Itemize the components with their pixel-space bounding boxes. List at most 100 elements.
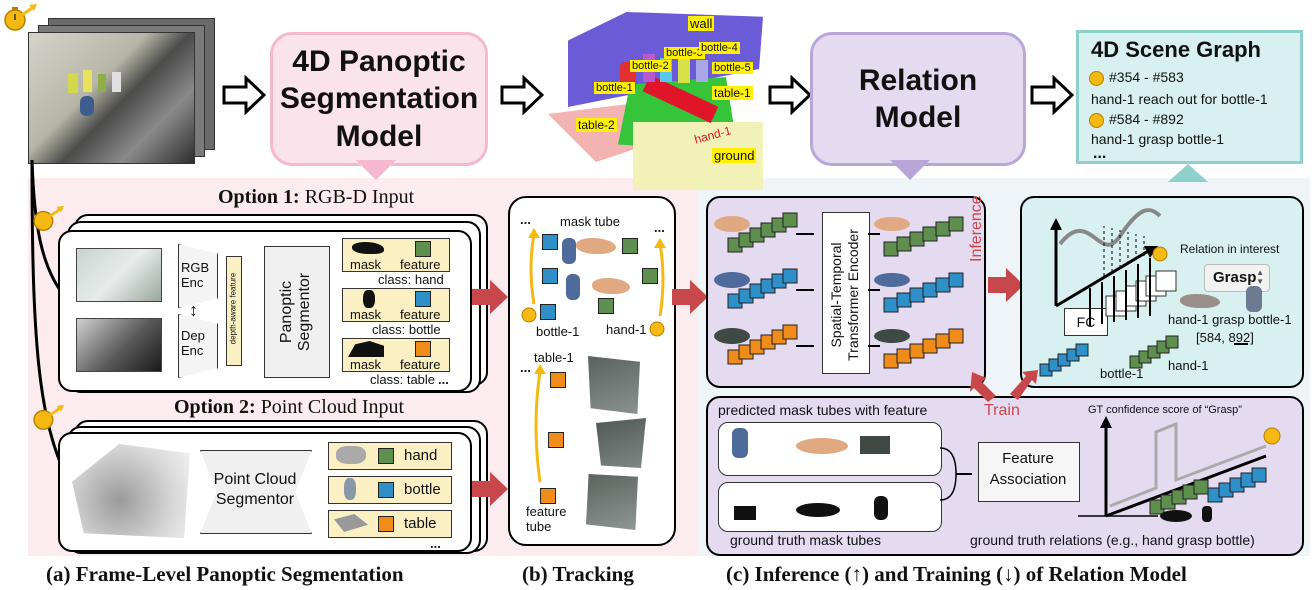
chain-thumbnail-out	[874, 217, 910, 231]
pc-row-bottle-label: bottle	[404, 481, 441, 498]
output-feature-square	[935, 277, 951, 293]
relation-model-box: Relation Model	[810, 32, 1026, 166]
label-wall: wall	[688, 16, 715, 31]
track-table-square	[550, 372, 566, 388]
timer-icon	[649, 321, 665, 337]
option-1-card: RGB Enc Dep Enc ↕ depth-aware feature Pa…	[58, 230, 472, 392]
red-arrow-a-to-b-bottom	[472, 472, 508, 506]
rgb-encoder-label: RGB Enc	[181, 260, 210, 290]
timer-icon	[1152, 246, 1168, 262]
point-cloud-input-image	[72, 444, 190, 538]
timer-icon	[1263, 427, 1281, 445]
bottle-feature-square	[1075, 343, 1089, 357]
caption-b: (b) Tracking	[522, 562, 634, 586]
track-bottle-square	[542, 234, 558, 250]
scene-graph-line-1: #354 - #583	[1109, 69, 1184, 85]
pc-row-table-label: table	[404, 515, 437, 532]
pc-feature-bottle	[378, 482, 394, 498]
red-arrow-b-to-c	[672, 280, 708, 314]
row2-feature: feature	[400, 307, 441, 322]
timer-icon	[33, 404, 64, 430]
gt-step-curve	[1109, 421, 1267, 508]
relation-range: [584, 892]	[1196, 330, 1254, 345]
track-table-square	[548, 432, 564, 448]
output-feature-square	[948, 216, 964, 232]
row3-feature: feature	[400, 357, 441, 372]
pc-feature-hand	[378, 448, 394, 464]
input-frames-stack	[28, 18, 218, 164]
caption-a: (a) Frame-Level Panoptic Segmentation	[46, 562, 404, 586]
label-bottle-1: bottle-1	[594, 82, 635, 94]
pc-row-hand-label: hand	[404, 447, 438, 464]
gt-plot-y-arrowhead	[1100, 416, 1112, 428]
input-feature-square	[782, 212, 798, 228]
red-arrow-inference	[988, 268, 1024, 302]
feature-association-box	[978, 442, 1080, 502]
inference-label: Inference	[968, 195, 985, 262]
output-feature-square	[896, 292, 912, 308]
hand-feature-square	[1165, 335, 1179, 349]
chain-thumbnail-out	[874, 273, 910, 287]
output-feature-square	[883, 353, 899, 369]
panoptic-segmentor-box	[264, 246, 330, 378]
output-feature-square	[909, 343, 925, 359]
scene-graph-title: 4D Scene Graph	[1091, 37, 1261, 62]
feature-square-bottle	[415, 291, 431, 307]
result-row-bottle	[342, 288, 450, 322]
depth-frame	[76, 318, 162, 372]
hand-thumb	[592, 278, 630, 294]
gt-hand-tube	[796, 503, 840, 517]
inference-plot	[1039, 208, 1248, 377]
training-artwork	[732, 416, 1281, 522]
scene-graph-line-3: #584 - #892	[1109, 111, 1184, 127]
output-feature-square	[883, 241, 899, 257]
time-arrow	[534, 364, 546, 483]
point-cloud-segmentor-label: Point Cloud Segmentor	[213, 471, 297, 508]
label-bottle-2: bottle-2	[630, 60, 671, 72]
table-mask-shape	[348, 341, 384, 357]
hand-thumb	[1180, 294, 1220, 308]
output-feature-square	[935, 221, 951, 237]
tracking-card: mask tube ... ... bottle-1 hand-1 table-…	[508, 196, 676, 546]
plot-y-arrowhead	[1050, 218, 1062, 230]
feature-square-hand	[415, 241, 431, 257]
timer-icon	[1089, 71, 1104, 86]
gt-relations-label: ground truth relations (e.g., hand grasp…	[970, 532, 1255, 548]
chain-thumbnail	[714, 216, 750, 232]
flow-arrow-4	[1030, 75, 1074, 115]
output-feature-square	[948, 272, 964, 288]
scene-graph-line-2: hand-1 reach out for bottle-1	[1091, 91, 1268, 107]
input-feature-square	[782, 268, 798, 284]
inference-bottle-label: bottle-1	[1100, 366, 1144, 381]
pointer-down-a	[356, 160, 396, 180]
row1-feature: feature	[400, 257, 441, 272]
label-bottle-5: bottle-5	[712, 62, 753, 74]
panoptic-segmentor-label: Panoptic Segmentor	[278, 272, 313, 352]
gt-score-label: GT confidence score of “Grasp”	[1088, 404, 1242, 416]
output-feature-square	[909, 287, 925, 303]
timer-icon	[4, 4, 37, 31]
table-thumb	[596, 418, 646, 468]
bottle-thumb	[1246, 286, 1262, 312]
output-feature-square	[883, 297, 899, 313]
flow-arrow-2	[500, 75, 544, 115]
relation-select-value: Grasp	[1213, 269, 1257, 286]
relation-interest-label: Relation in interest	[1180, 242, 1280, 256]
pc-ellipsis: ...	[430, 536, 441, 551]
panoptic-model-title: 4D Panoptic Segmentation Model	[279, 44, 479, 153]
tracking-ellipsis-top-right: ...	[654, 220, 665, 235]
relation-model-title: Relation Model	[858, 63, 978, 135]
caption-c: (c) Inference (↑) and Training (↓) of Re…	[726, 562, 1187, 586]
gt-tubes-label: ground truth mask tubes	[730, 532, 881, 548]
row2-class: class: bottle	[372, 322, 441, 337]
output-feature-square	[922, 338, 938, 354]
output-feature-square	[896, 348, 912, 364]
point-cloud-segmentor-box	[200, 450, 312, 534]
output-feature-square	[948, 328, 964, 344]
track-hand-square	[642, 268, 658, 284]
tracking-ellipsis-middle: ...	[520, 360, 531, 375]
panoptic-segmentation-model-box: 4D Panoptic Segmentation Model	[270, 32, 488, 166]
pred-bottle-tube	[732, 428, 748, 458]
output-feature-square	[922, 226, 938, 242]
bottle-1-label: bottle-1	[536, 324, 580, 339]
